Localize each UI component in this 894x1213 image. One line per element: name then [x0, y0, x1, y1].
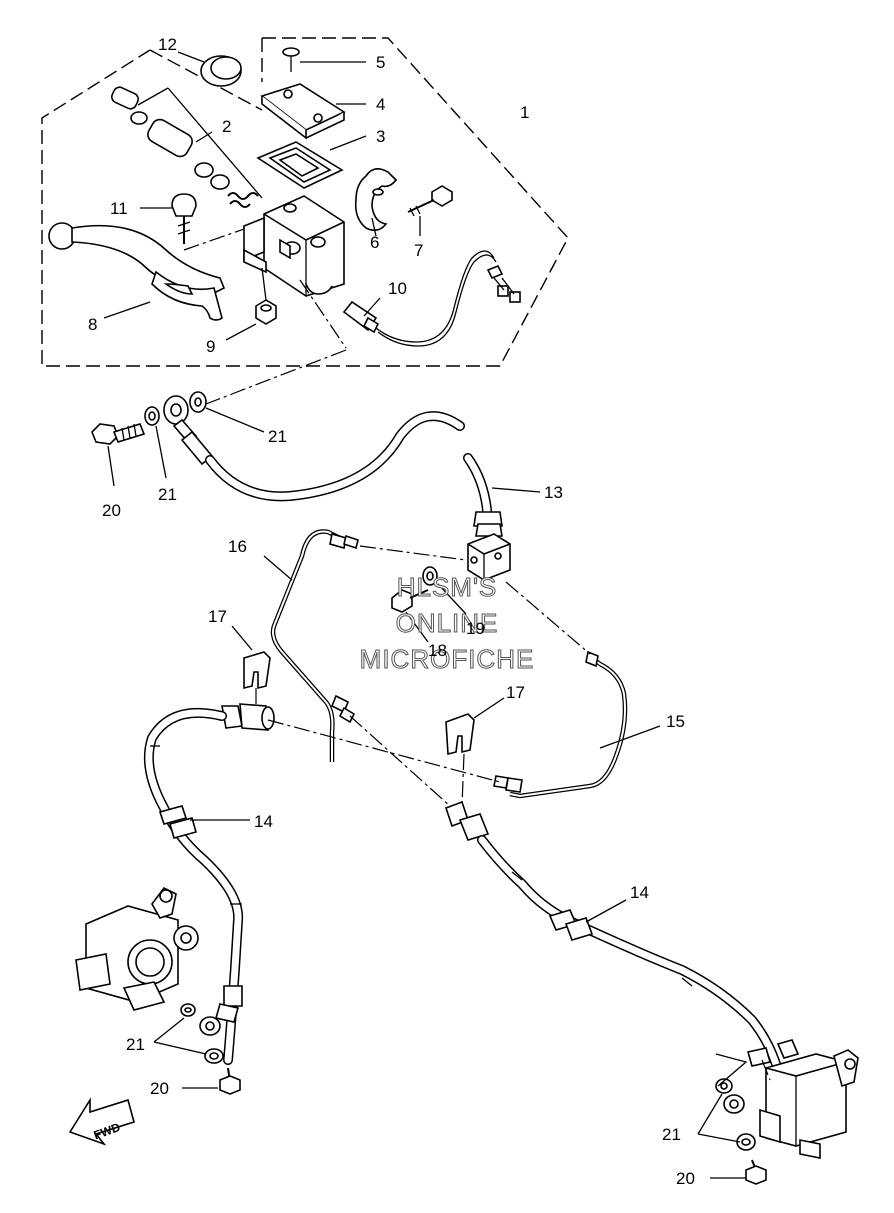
part-17-clamp-left: [231, 625, 271, 710]
callout-14-right: 14: [630, 883, 649, 902]
part-14-right-hose: [349, 715, 781, 1069]
callout-16: 16: [228, 537, 247, 556]
junction-block: [467, 533, 511, 581]
callout-15: 15: [666, 712, 685, 731]
callout-10: 10: [388, 279, 407, 298]
part-21-washer-right-caliper-a: [715, 1078, 733, 1094]
part-5-screw: [282, 47, 366, 72]
part-21-washer-upper: [189, 391, 265, 433]
callout-21-upper-right: 21: [268, 427, 287, 446]
part-8-brake-lever: [48, 222, 226, 321]
callout-20-upper: 20: [102, 501, 121, 520]
part-18-bolt: [391, 589, 429, 643]
callout-21-upper-left: 21: [158, 485, 177, 504]
callout-14-left: 14: [254, 812, 273, 831]
callout-20-left: 20: [150, 1079, 169, 1098]
callout-1: 1: [520, 103, 529, 122]
master-cylinder-body: [243, 195, 345, 297]
part-6-holder: [354, 168, 398, 237]
part-7-bolt: [407, 185, 453, 236]
callout-6: 6: [370, 233, 379, 252]
right-brake-caliper: [759, 1039, 859, 1159]
callout-4: 4: [376, 95, 385, 114]
part-2-piston-kit: [111, 86, 263, 208]
part-10-brake-switch: [342, 250, 521, 347]
callout-9: 9: [206, 337, 215, 356]
part-9-nut: [225, 267, 277, 341]
callout-21-right-caliper: 21: [662, 1125, 681, 1144]
part-21-washer-right-caliper-b: [723, 1094, 745, 1114]
part-17-clamp-right: [445, 697, 505, 807]
part-16-left-pipe: [263, 529, 467, 762]
part-15-right-pipe: [493, 581, 661, 799]
watermark: HLSM'S ONLINE MICROFICHE: [359, 572, 535, 675]
callout-17-left: 17: [208, 607, 227, 626]
callout-18: 18: [428, 641, 447, 660]
part-20-union-bolt-left: [219, 1067, 241, 1095]
part-21-washer-left-caliper-a: [180, 1003, 196, 1017]
callout-21-left-caliper: 21: [126, 1035, 145, 1054]
callout-19: 19: [466, 619, 485, 638]
callout-13: 13: [544, 483, 563, 502]
callout-12: 12: [158, 35, 177, 54]
callout-labels: 1 2 3 4 5 6 7 8 9 10 11 12 13 14 14 15 1…: [88, 35, 695, 1188]
watermark-line-3: MICROFICHE: [360, 644, 535, 674]
callout-2: 2: [222, 117, 231, 136]
part-13-upper-hose: [163, 395, 541, 537]
fwd-arrow-icon: FWD: [68, 1097, 135, 1146]
callout-8: 8: [88, 315, 97, 334]
part-21-washer-lower: [144, 406, 167, 479]
watermark-line-2: ONLINE: [396, 608, 499, 638]
callout-7: 7: [414, 241, 423, 260]
callout-5: 5: [376, 53, 385, 72]
part-4-reservoir-cap: [260, 83, 366, 140]
part-20-union-bolt-right: [745, 1159, 767, 1185]
part-14-left-hose: [143, 703, 501, 1065]
callout-11: 11: [110, 199, 128, 218]
part-20-union-bolt-upper: [91, 423, 146, 487]
callout-17-right: 17: [506, 683, 525, 702]
callout-3: 3: [376, 127, 385, 146]
part-12-cap: [177, 51, 242, 87]
left-brake-caliper: [75, 886, 199, 1011]
part-19-washer: [422, 566, 467, 615]
part-3-diaphragm: [256, 135, 367, 189]
callout-20-right: 20: [676, 1169, 695, 1188]
part-21-washer-left-caliper-b: [204, 1048, 224, 1064]
watermark-line-1: HLSM'S: [397, 572, 498, 602]
